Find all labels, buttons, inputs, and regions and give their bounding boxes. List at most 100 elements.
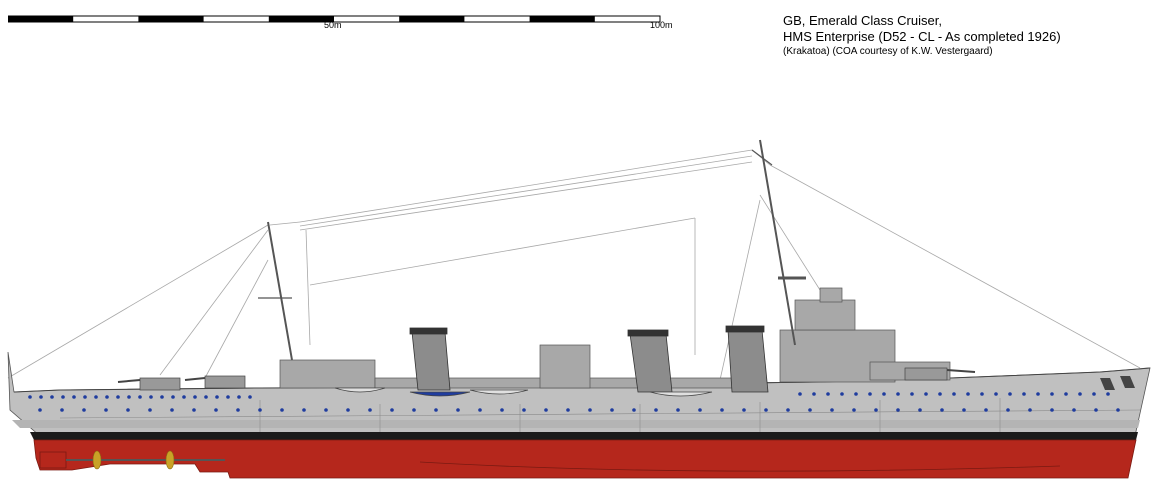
porthole: [456, 408, 460, 412]
porthole: [808, 408, 812, 412]
porthole: [182, 395, 186, 399]
porthole: [236, 408, 240, 412]
porthole: [940, 408, 944, 412]
porthole: [938, 392, 942, 396]
porthole: [830, 408, 834, 412]
porthole: [720, 408, 724, 412]
porthole: [1072, 408, 1076, 412]
porthole: [39, 395, 43, 399]
porthole: [742, 408, 746, 412]
bow-fittings: [1100, 376, 1135, 390]
gun-turrets: [117, 367, 976, 391]
porthole: [82, 408, 86, 412]
scale-segment: [529, 16, 595, 22]
porthole: [826, 392, 830, 396]
porthole: [874, 408, 878, 412]
porthole: [149, 395, 153, 399]
porthole: [160, 395, 164, 399]
porthole: [698, 408, 702, 412]
porthole: [544, 408, 548, 412]
portholes: [28, 392, 1120, 412]
masts: [258, 139, 806, 361]
porthole: [980, 392, 984, 396]
porthole: [1050, 408, 1054, 412]
porthole: [924, 392, 928, 396]
porthole: [896, 392, 900, 396]
porthole: [204, 395, 208, 399]
porthole: [1006, 408, 1010, 412]
porthole: [854, 392, 858, 396]
porthole: [94, 395, 98, 399]
waterline-boot-topping: [30, 432, 1138, 440]
porthole: [1028, 408, 1032, 412]
porthole: [1064, 392, 1068, 396]
porthole: [104, 408, 108, 412]
porthole: [83, 395, 87, 399]
porthole: [412, 408, 416, 412]
porthole: [1106, 392, 1110, 396]
porthole: [170, 408, 174, 412]
scale-bar: 50m 100m: [7, 12, 673, 30]
porthole: [910, 392, 914, 396]
porthole: [478, 408, 482, 412]
porthole: [896, 408, 900, 412]
porthole: [28, 395, 32, 399]
porthole: [966, 392, 970, 396]
porthole: [1094, 408, 1098, 412]
porthole: [984, 408, 988, 412]
porthole: [302, 408, 306, 412]
porthole: [1116, 408, 1120, 412]
porthole: [258, 408, 262, 412]
porthole: [50, 395, 54, 399]
porthole: [72, 395, 76, 399]
porthole: [868, 392, 872, 396]
scale-segment: [399, 16, 465, 22]
porthole: [193, 395, 197, 399]
porthole: [1092, 392, 1096, 396]
porthole: [500, 408, 504, 412]
porthole: [61, 395, 65, 399]
porthole: [368, 408, 372, 412]
porthole: [226, 395, 230, 399]
scale-label-50m: 50m: [324, 20, 342, 30]
ships-boats: [334, 387, 713, 397]
porthole: [812, 392, 816, 396]
porthole: [994, 392, 998, 396]
title-line-1: GB, Emerald Class Cruiser,: [783, 13, 942, 28]
porthole: [962, 408, 966, 412]
porthole: [840, 392, 844, 396]
porthole: [588, 408, 592, 412]
rigging: [7, 149, 1141, 381]
title-line-2: HMS Enterprise (D52 - CL - As completed …: [783, 29, 1061, 44]
superstructure: [279, 287, 951, 389]
porthole: [852, 408, 856, 412]
porthole: [632, 408, 636, 412]
porthole: [127, 395, 131, 399]
porthole: [116, 395, 120, 399]
porthole: [126, 408, 130, 412]
porthole: [610, 408, 614, 412]
title-line-3: (Krakatoa) (COA courtesy of K.W. Vesterg…: [783, 46, 993, 57]
porthole: [1078, 392, 1082, 396]
porthole: [764, 408, 768, 412]
porthole: [215, 395, 219, 399]
porthole: [1036, 392, 1040, 396]
porthole: [676, 408, 680, 412]
porthole: [522, 408, 526, 412]
porthole: [1022, 392, 1026, 396]
porthole: [148, 408, 152, 412]
porthole: [192, 408, 196, 412]
porthole: [566, 408, 570, 412]
porthole: [654, 408, 658, 412]
porthole: [390, 408, 394, 412]
scale-segment: [8, 16, 74, 22]
porthole: [60, 408, 64, 412]
porthole: [346, 408, 350, 412]
scale-segment: [138, 16, 204, 22]
porthole: [1008, 392, 1012, 396]
funnels: [409, 325, 769, 393]
porthole: [248, 395, 252, 399]
porthole: [798, 392, 802, 396]
scale-segment: [268, 16, 334, 22]
